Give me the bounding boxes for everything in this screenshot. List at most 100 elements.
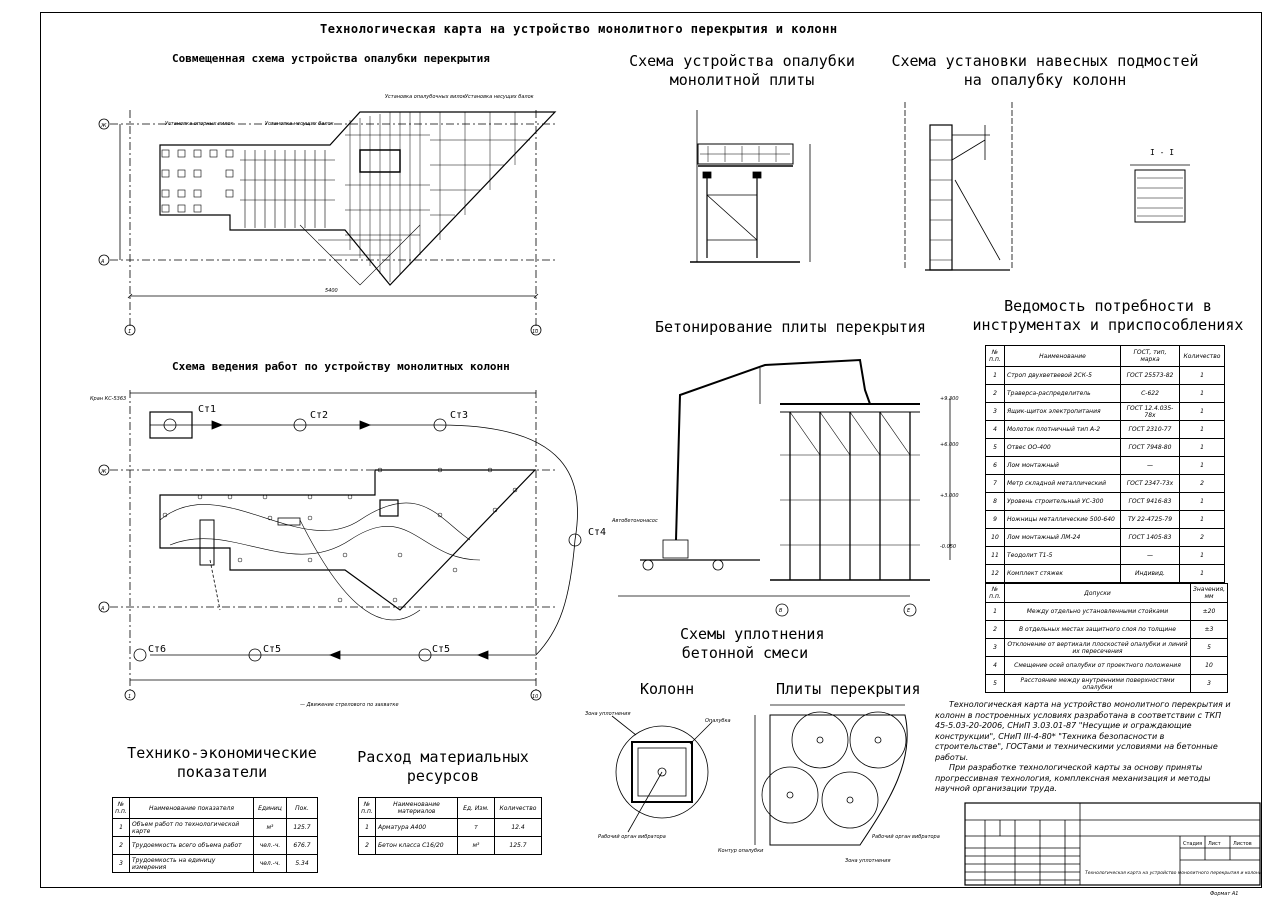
crane-legend: — Движение стрелового по захватке (300, 702, 399, 708)
zone2-label: Установка несущих балок (265, 121, 334, 127)
tep-col-number: № п.п. (112, 797, 130, 819)
zone4-label: Установка несущих балок (465, 94, 534, 100)
heading-materials-line2: ресурсов (406, 767, 480, 785)
cell: Лом монтажный ЛМ-24 (1004, 528, 1121, 547)
cell: — (1120, 546, 1180, 565)
cell: 1 (1179, 366, 1225, 385)
cell: Строп двухветвевой 2СК-5 (1004, 366, 1121, 385)
cell: 9 (985, 510, 1005, 529)
title-block (964, 802, 1261, 886)
cell: 6 (985, 456, 1005, 475)
drawing-frame (40, 12, 1262, 888)
scaffold-elevation (904, 102, 1013, 271)
heading-compaction-line2: бетонной смеси (681, 644, 809, 662)
notes-paragraph-1: Технологическая карта на устройство моно… (935, 700, 1231, 762)
axis-a-label: А (100, 259, 105, 265)
concreting-labels: +9.300 +6.000 +3.000 -0.050 В Е Автобето… (611, 396, 959, 614)
heading-concreting: Бетонирование плиты перекрытия (655, 318, 926, 336)
tep-table-header: № п.п. Наименование показателя Единиц По… (112, 797, 318, 819)
materials-col-unit: Ед. Изм. (457, 797, 495, 819)
heading-scaffold: Схема установки навесных подмостей на оп… (880, 52, 1210, 90)
tools-col-number: № п.п. (985, 345, 1005, 367)
heading-slabs: Плиты перекрытия (776, 680, 921, 698)
cell: ±20 (1189, 602, 1229, 621)
crane-stop-5b: Ст5 (432, 644, 450, 655)
compaction-slab (754, 704, 908, 846)
concreting-section (618, 358, 951, 617)
column-workflow-plan (98, 390, 582, 701)
axis-1-label: 1 (128, 329, 131, 335)
cell: ГОСТ 1405-83 (1120, 528, 1180, 547)
cell: 1 (1179, 456, 1225, 475)
title-description: Технологическая карта на устройство моно… (1085, 870, 1262, 876)
slab-formwork-section (690, 110, 811, 263)
heading-slab-formwork: Схема устройства опалубки монолитной пли… (622, 52, 862, 90)
cell: 5.34 (286, 854, 318, 873)
cell: 12 (985, 564, 1005, 583)
cell: 2 (985, 620, 1005, 639)
cell: 3 (1189, 674, 1229, 693)
tolerance-col-name: Допуски (1004, 583, 1191, 603)
materials-table: № п.п. Наименование материалов Ед. Изм. … (358, 797, 542, 855)
cell: 4 (985, 656, 1005, 675)
compaction-zone-label: Зона уплотнения (585, 711, 630, 717)
axis-1-label-2: 1 (128, 694, 131, 700)
cell: Молоток плотничный тип А-2 (1004, 420, 1121, 439)
notes-paragraph-2: При разработке технологической карты за … (935, 763, 1211, 793)
plan-dim-label: 5400 (325, 288, 338, 294)
compaction-contour-label: Контур опалубки (718, 848, 764, 854)
heading-slab-formwork-line2: монолитной плиты (669, 71, 815, 89)
cell: ГОСТ 25573-82 (1120, 366, 1180, 385)
compaction-zone2-label: Зона уплотнения (845, 858, 890, 864)
scaffold-section (1130, 164, 1190, 223)
cell: м³ (253, 818, 287, 837)
tolerance-col-number: № п.п. (985, 583, 1005, 603)
combined-formwork-plan (98, 110, 557, 336)
tools-col-name: Наименование (1004, 345, 1121, 367)
cell: 2 (985, 384, 1005, 403)
cell: Отвес ОО-400 (1004, 438, 1121, 457)
axis-10-label: 10 (532, 329, 538, 335)
tep-col-value: Пок. (286, 797, 318, 819)
explanatory-notes: Технологическая карта на устройство моно… (935, 700, 1235, 795)
cell: 1 (1179, 402, 1225, 421)
level-label-1: +9.300 (940, 396, 959, 402)
heading-tep: Технико-экономические показатели (118, 744, 326, 782)
crane-stop-labels: Ст1 Ст2 Ст3 Ст4 Ст6 Ст5 Ст5 Кран КС-5363… (90, 396, 606, 708)
pump-label: Автобетононасос (611, 518, 658, 524)
cell: Теодолит Т1-5 (1004, 546, 1121, 565)
cell: 2 (1179, 528, 1225, 547)
title-sheets-label: Листов (1233, 841, 1252, 847)
title-stage-label: Стадия (1183, 841, 1202, 847)
heading-tools-line2: инструментах и приспособлениях (972, 316, 1244, 334)
cell: 1 (1179, 420, 1225, 439)
cell: 1 (985, 602, 1005, 621)
cell: ГОСТ 2310-77 (1120, 420, 1180, 439)
heading-materials: Расход материальных ресурсов (350, 748, 536, 786)
level-label-4: -0.050 (940, 544, 956, 550)
cell: 1 (1179, 564, 1225, 583)
cell: 7 (985, 474, 1005, 493)
tep-col-name: Наименование показателя (129, 797, 254, 819)
cell: т (457, 818, 495, 837)
cell: 1 (1179, 492, 1225, 511)
cell: 10 (985, 528, 1005, 547)
plan-zone-labels: Установка опорных вилок Установка несущи… (100, 94, 538, 335)
cell: Трудоемкость на единицу измерения (129, 854, 254, 873)
cell: Ножницы металлические 500-640 (1004, 510, 1121, 529)
heading-scaffold-line1: Схема установки навесных подмостей (891, 52, 1199, 70)
level-label-3: +3.000 (940, 493, 959, 499)
cell: Трудоемкость всего объема работ (129, 836, 254, 855)
